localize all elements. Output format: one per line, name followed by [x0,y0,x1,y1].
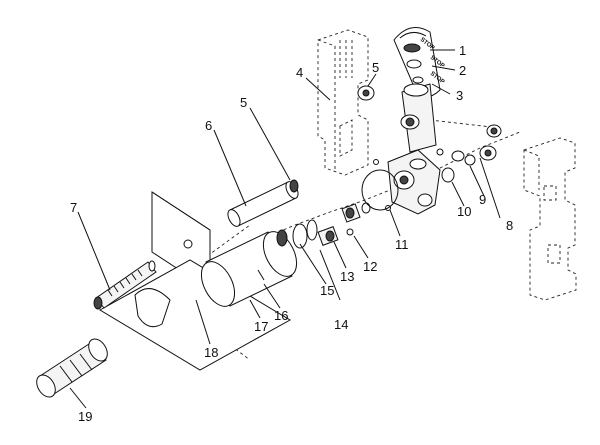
callout-11: 11 [395,237,409,252]
callout-19: 19 [78,409,92,424]
callout-labels: 1 2 3 4 5 5 6 7 8 9 10 11 12 13 14 15 16… [70,43,513,424]
callout-12: 12 [363,259,377,274]
callout-3: 3 [456,88,463,103]
spring-spindle [93,260,157,310]
valve-body [361,83,441,215]
callout-17: 17 [254,319,268,334]
callout-14: 14 [334,317,348,332]
callout-8: 8 [506,218,513,233]
callout-6: 6 [205,118,212,133]
sleeve-part-6 [227,179,299,227]
callout-9: 9 [479,192,486,207]
callout-7: 7 [70,200,77,215]
inlet-fittings [373,124,502,211]
callout-4: 4 [296,65,303,80]
cartridge-parts [317,202,371,246]
escutcheon-plate [99,259,291,371]
wall-bracket-left [317,29,369,176]
callout-15: 15 [320,283,334,298]
cylinder-housing [200,219,318,307]
small-parts-top [357,85,375,101]
callout-16: 16 [274,308,288,323]
handle-part-19 [36,338,108,398]
callout-2: 2 [459,63,466,78]
callout-13: 13 [340,269,354,284]
leader-lines [69,49,501,409]
callout-1: 1 [459,43,466,58]
callout-10: 10 [457,204,471,219]
callout-5-mid: 5 [240,95,247,110]
callout-5-top: 5 [372,60,379,75]
callout-18: 18 [204,345,218,360]
wall-bracket-right [523,137,577,301]
